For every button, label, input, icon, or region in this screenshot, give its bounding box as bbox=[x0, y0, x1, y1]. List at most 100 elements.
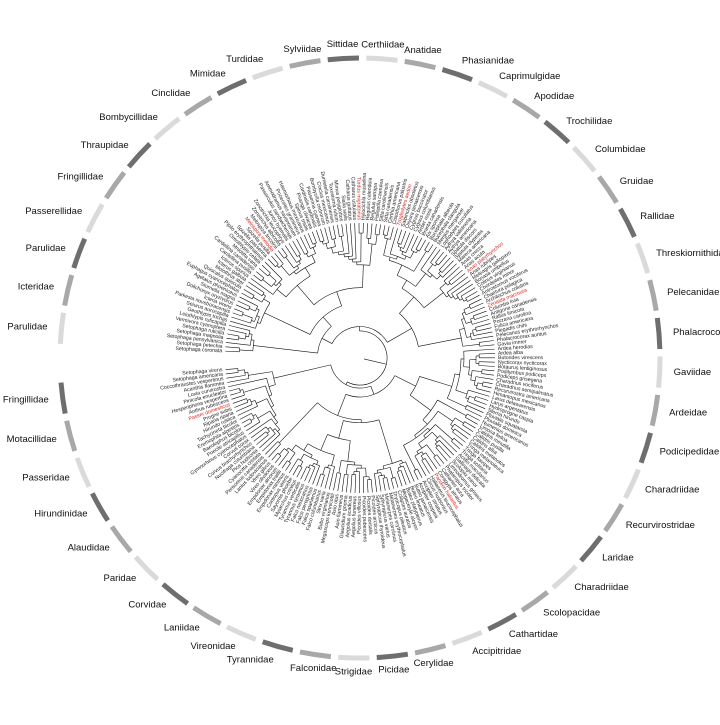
branch-337 bbox=[423, 420, 428, 424]
branch-1 bbox=[322, 338, 332, 343]
branch-128 bbox=[341, 236, 343, 251]
branch-465 bbox=[311, 455, 312, 458]
branch-323 bbox=[467, 402, 485, 409]
family-label: Phasianidae bbox=[462, 56, 514, 67]
branch-230 bbox=[455, 297, 458, 299]
family-label: Passerellidae bbox=[25, 206, 82, 217]
branch-563 bbox=[227, 375, 246, 378]
branch-arc-474 bbox=[310, 465, 315, 467]
branch-408 bbox=[390, 467, 393, 478]
branch-401 bbox=[398, 468, 399, 471]
branch-175 bbox=[398, 244, 399, 247]
branch-554 bbox=[229, 388, 239, 391]
family-arc bbox=[185, 97, 211, 114]
branch-375 bbox=[426, 453, 437, 469]
branch-arc-538 bbox=[270, 411, 278, 422]
family-label: Pelecanidae bbox=[667, 287, 719, 298]
branch-71 bbox=[305, 268, 310, 276]
family-label: Mimidae bbox=[190, 69, 226, 80]
branch-373 bbox=[417, 451, 419, 454]
branch-374 bbox=[422, 452, 424, 455]
branch-125 bbox=[333, 226, 336, 239]
branch-55 bbox=[277, 289, 286, 297]
branch-449 bbox=[338, 473, 341, 491]
branch-213 bbox=[443, 264, 457, 278]
branch-259 bbox=[472, 319, 489, 324]
branch-201 bbox=[428, 264, 433, 271]
branch-444 bbox=[346, 475, 348, 493]
branch-116 bbox=[326, 243, 328, 248]
branch-519 bbox=[257, 435, 269, 445]
branch-arc-192 bbox=[384, 255, 397, 259]
family-arc bbox=[67, 421, 75, 451]
family-arc bbox=[513, 100, 539, 117]
branch-457 bbox=[325, 469, 330, 489]
branch-218 bbox=[424, 293, 443, 308]
family-arc bbox=[652, 395, 657, 426]
branch-492 bbox=[275, 456, 281, 463]
branch-130 bbox=[342, 224, 344, 236]
branch-173 bbox=[402, 251, 403, 254]
family-arc bbox=[657, 318, 660, 349]
family-label: Apodidae bbox=[534, 91, 574, 102]
branch-96 bbox=[296, 239, 304, 255]
family-label: Parulidae bbox=[26, 243, 66, 254]
branch-29 bbox=[233, 313, 242, 316]
branch-352 bbox=[428, 428, 430, 430]
branch-544 bbox=[234, 402, 248, 407]
branch-210 bbox=[439, 258, 450, 270]
branch-34 bbox=[249, 308, 255, 311]
branch-246 bbox=[461, 318, 464, 319]
family-arc bbox=[194, 608, 221, 624]
branch-arc-548 bbox=[255, 400, 258, 406]
branch-arc-495 bbox=[284, 449, 288, 453]
branch-551 bbox=[231, 395, 244, 399]
family-label: Caprimulgidae bbox=[499, 71, 560, 82]
branch-321 bbox=[474, 400, 486, 405]
branch-318 bbox=[466, 398, 469, 399]
branch-45 bbox=[244, 289, 254, 295]
branch-73 bbox=[281, 266, 289, 276]
branch-255 bbox=[470, 318, 473, 319]
branch-72 bbox=[294, 272, 296, 274]
branch-195 bbox=[428, 244, 433, 252]
family-label: Fringillidae bbox=[57, 172, 103, 183]
branch-257 bbox=[475, 315, 488, 320]
branch-44 bbox=[242, 293, 253, 299]
family-label: Laniidae bbox=[164, 623, 200, 634]
branch-21 bbox=[323, 317, 331, 326]
family-arc bbox=[92, 493, 108, 520]
branch-283 bbox=[420, 376, 452, 386]
branch-61 bbox=[256, 272, 264, 278]
branch-245 bbox=[459, 328, 464, 329]
branch-135 bbox=[350, 223, 352, 256]
branch-99 bbox=[313, 247, 316, 253]
branch-533 bbox=[242, 419, 250, 424]
branch-397 bbox=[401, 460, 402, 463]
branch-arc-190 bbox=[402, 254, 411, 258]
branch-57 bbox=[279, 282, 281, 284]
branch-123 bbox=[334, 239, 336, 247]
family-arc bbox=[112, 527, 131, 552]
branch-arc-84 bbox=[284, 256, 287, 258]
branch-arc-261 bbox=[462, 313, 466, 323]
branch-159 bbox=[399, 297, 414, 313]
branch-363 bbox=[439, 445, 451, 458]
branch-517 bbox=[268, 427, 270, 429]
branch-arc-537 bbox=[256, 415, 260, 422]
branch-arc-182 bbox=[400, 250, 406, 252]
family-label: Sittidae bbox=[327, 39, 359, 50]
branch-402 bbox=[401, 470, 406, 484]
branch-170 bbox=[396, 256, 397, 259]
root-branch bbox=[364, 359, 386, 364]
family-label: Podicipedidae bbox=[660, 447, 720, 458]
branch-9 bbox=[249, 334, 252, 335]
family-arc bbox=[163, 584, 188, 603]
branch-arc-475 bbox=[314, 463, 320, 465]
branch-arc-46 bbox=[252, 295, 254, 298]
branch-515 bbox=[273, 429, 275, 431]
branch-102 bbox=[308, 233, 313, 244]
family-label: Charadriidae bbox=[574, 582, 628, 593]
family-arc bbox=[405, 61, 436, 67]
